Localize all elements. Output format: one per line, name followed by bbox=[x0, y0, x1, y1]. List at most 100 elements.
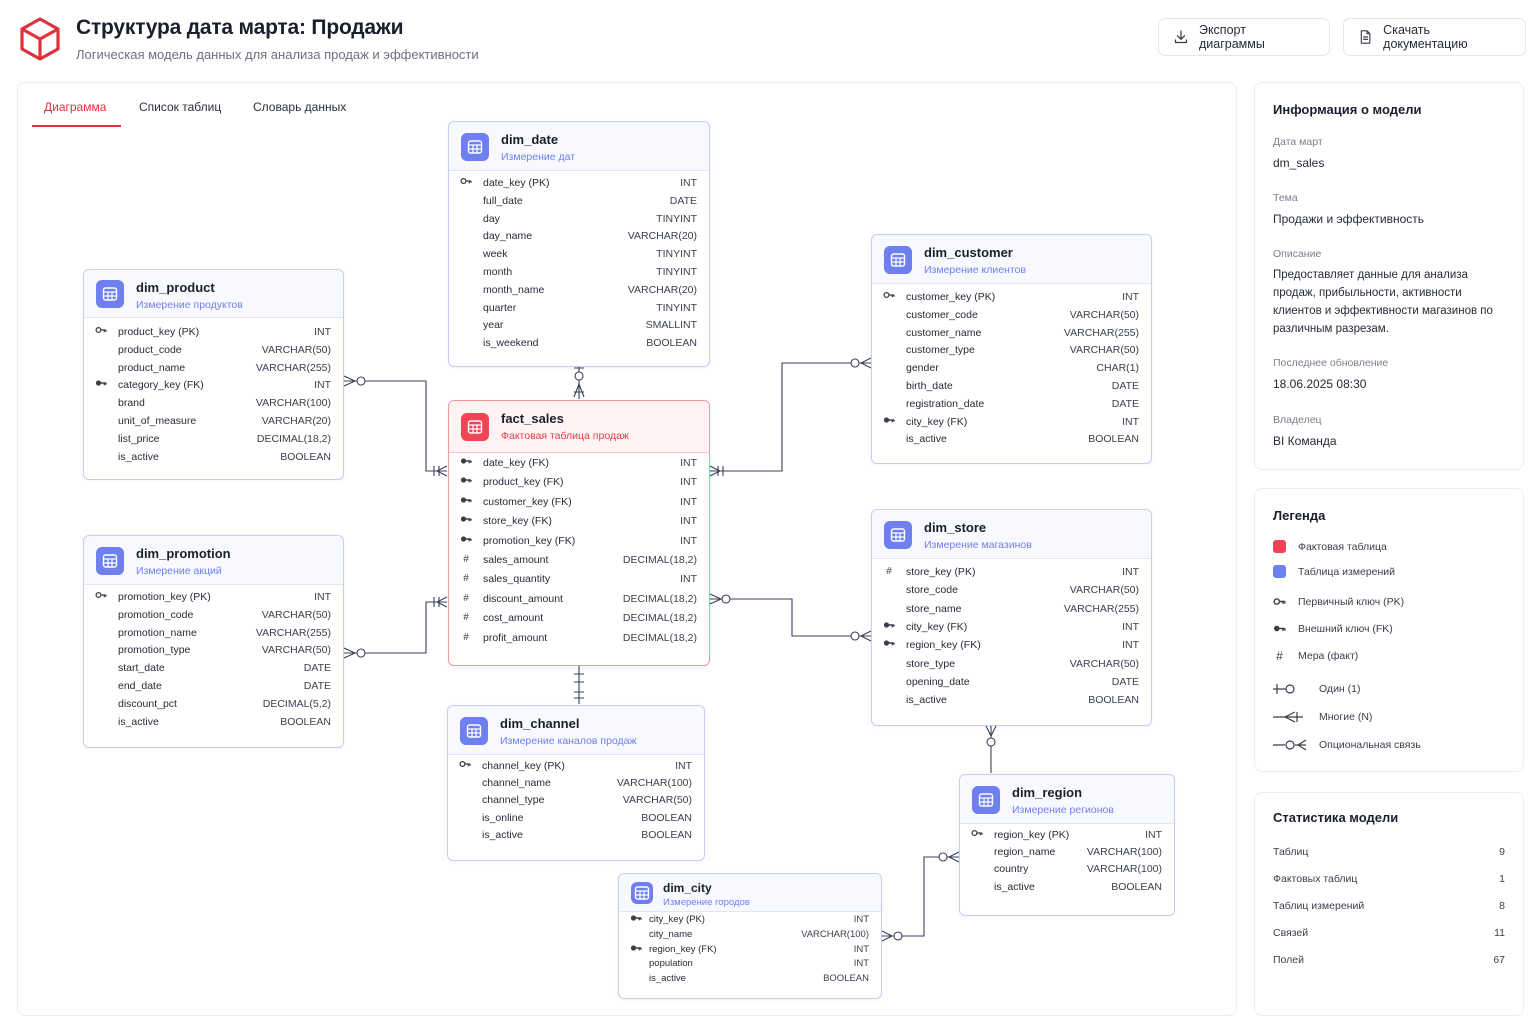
field-row[interactable]: promotion_key (PK)INT bbox=[84, 589, 343, 605]
legend-item-measure: # Мера (факт) bbox=[1273, 649, 1358, 663]
download-icon bbox=[1174, 30, 1188, 44]
field-row[interactable]: city_key (PK)INT bbox=[619, 912, 881, 928]
tab-diagram[interactable]: Диаграмма bbox=[44, 100, 107, 114]
field-row[interactable]: promotion_key (FK)INT bbox=[449, 533, 709, 549]
topic-value: Продажи и эффективность bbox=[1273, 212, 1425, 226]
last-update-value: 18.06.2025 08:30 bbox=[1273, 377, 1367, 391]
field-type: INT bbox=[680, 495, 697, 508]
stat-value: 1 bbox=[1499, 873, 1505, 885]
field-row[interactable]: product_key (PK)INT bbox=[84, 324, 343, 340]
download-docs-button[interactable]: Скачать документацию bbox=[1343, 18, 1526, 56]
field-name: promotion_key (FK) bbox=[483, 534, 576, 547]
field-row[interactable]: region_key (FK)INT bbox=[619, 942, 881, 958]
field-name: channel_type bbox=[482, 794, 545, 807]
field-row[interactable]: region_key (PK)INT bbox=[960, 827, 1174, 843]
legend-label: Один (1) bbox=[1319, 683, 1361, 695]
tab-table-list[interactable]: Список таблиц bbox=[139, 100, 222, 114]
field-row[interactable]: channel_key (PK)INT bbox=[448, 758, 704, 774]
field-name: gender bbox=[906, 362, 939, 375]
field-row[interactable]: date_key (PK)INT bbox=[449, 175, 709, 191]
field-row[interactable]: customer_key (PK)INT bbox=[872, 289, 1151, 305]
table-subtitle: Фактовая таблица продаж bbox=[501, 430, 629, 442]
stat-label: Связей bbox=[1273, 927, 1309, 939]
field-name: product_name bbox=[118, 361, 186, 374]
field-row[interactable]: product_key (FK)INT bbox=[449, 474, 709, 490]
field-type: DECIMAL(18,2) bbox=[622, 612, 697, 625]
field-name: customer_code bbox=[906, 308, 978, 321]
field-row[interactable]: store_key (FK)INT bbox=[449, 513, 709, 529]
field-row[interactable]: city_key (FK)INT bbox=[872, 414, 1151, 430]
field-type: INT bbox=[853, 914, 869, 925]
field-row[interactable]: region_key (FK)INT bbox=[872, 637, 1151, 653]
field-row[interactable]: date_key (FK)INT bbox=[449, 455, 709, 471]
key-icon bbox=[460, 175, 472, 193]
field-row[interactable]: city_key (FK)INT bbox=[872, 619, 1151, 635]
field-row[interactable]: customer_key (FK)INT bbox=[449, 494, 709, 510]
field-row[interactable]: category_key (FK)INT bbox=[84, 377, 343, 393]
owner-label: Владелец bbox=[1273, 414, 1322, 426]
field-row[interactable]: #store_key (PK)INT bbox=[872, 564, 1151, 580]
tab-data-dictionary[interactable]: Словарь данных bbox=[253, 100, 347, 114]
export-diagram-button[interactable]: Экспорт диаграммы bbox=[1158, 18, 1330, 56]
